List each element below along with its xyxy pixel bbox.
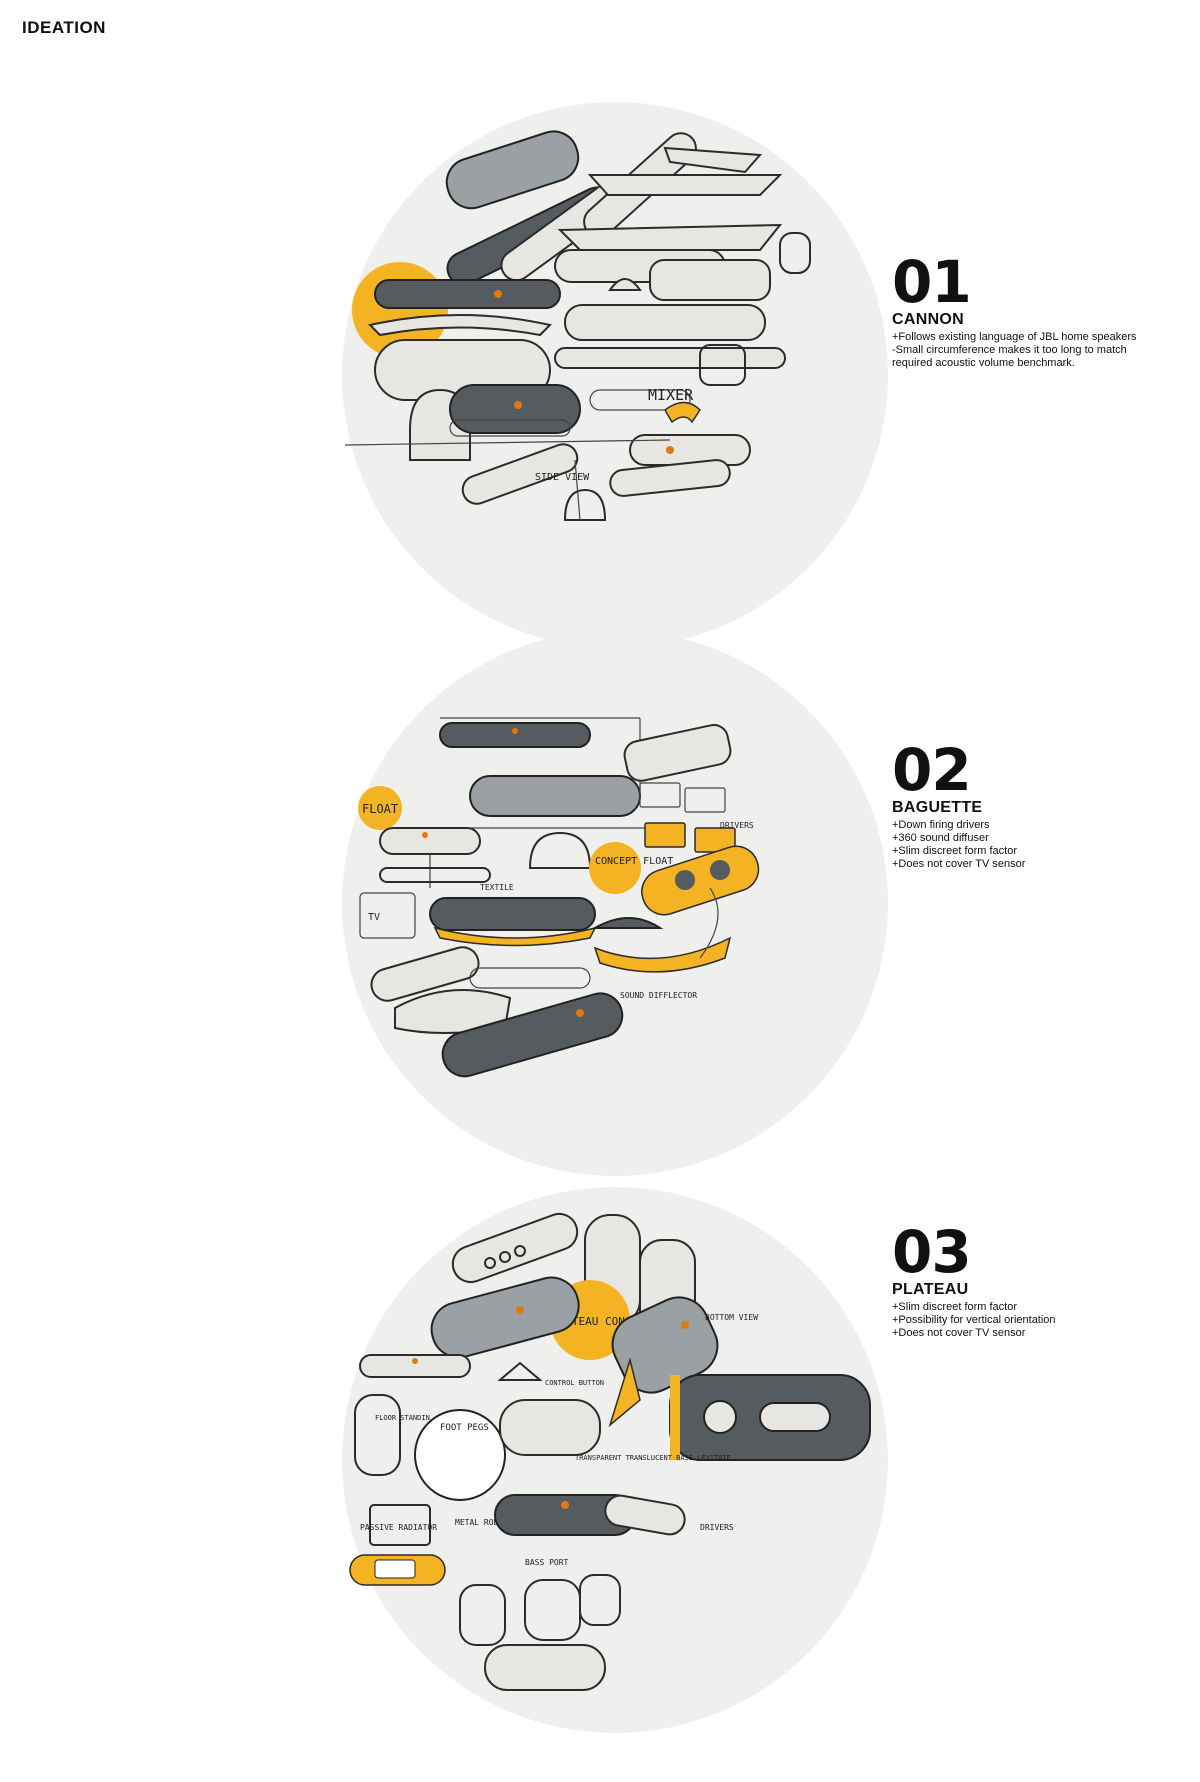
sketch-label-bottom-view: BOTTOM VIEW (705, 1313, 758, 1322)
concept-note: required acoustic volume benchmark. (892, 357, 1075, 369)
speaker-sketch (429, 897, 596, 931)
sketch-circle-baguette: FLOAT CONCEPT FLOAT DRIVERS TEXTILE TV (340, 628, 890, 1178)
concept-note: +Slim discreet form factor (892, 845, 1018, 857)
concept-number: 01 (892, 248, 972, 316)
sketch-label-bass-port: BASS PORT (525, 1558, 569, 1567)
sketch-label-floor-standin: FLOOR STANDIN (375, 1414, 430, 1422)
sketch-label-sound-difflector: SOUND DIFFLECTOR (620, 991, 697, 1000)
concept-name: BAGUETTE (892, 799, 983, 816)
sketch-label-tv: TV (368, 912, 380, 923)
concept-caption-03: 03 PLATEAU +Slim discreet form factor +P… (892, 1218, 1056, 1340)
concept-notes: +Slim discreet form factor +Possibility … (892, 1301, 1056, 1340)
concept-caption-02: 02 BAGUETTE +Down firing drivers +360 so… (892, 736, 1025, 871)
concept-name: PLATEAU (892, 1281, 969, 1298)
sketch-label-metal-rod: METAL ROD (455, 1518, 499, 1527)
sketch-label-translucent-base: TRANSPARENT TRANSLUCENT BASE LEVITATE (575, 1454, 731, 1462)
sketch-circle-cannon: MIXER SIDE VIEW (340, 100, 890, 650)
sketch-label-passive-radiator: PASSIVE RADIATOR (360, 1523, 437, 1532)
sketch-label-textile: TEXTILE (480, 883, 514, 892)
sketch-label-control-button: CONTROL BUTTON (545, 1379, 604, 1387)
concept-note: +Does not cover TV sensor (892, 858, 1026, 870)
speaker-sketch (445, 130, 580, 210)
sketch-label-drivers: DRIVERS (720, 821, 754, 830)
concept-caption-01: 01 CANNON +Follows existing language of … (892, 248, 1136, 370)
concept-note: +Possibility for vertical orientation (892, 1314, 1056, 1326)
concept-panel-02: FLOAT CONCEPT FLOAT DRIVERS TEXTILE TV (0, 628, 1200, 1188)
sketch-label-side-view: SIDE VIEW (535, 472, 590, 483)
sketch-label-foot-pegs: FOOT PEGS (440, 1423, 489, 1433)
sketch-circle-plateau: PLATEAU CONCEPT BOTTOM VIEW CONTROL BUTT… (340, 1185, 890, 1735)
sound-diffuser-sketch (593, 936, 732, 973)
speaker-sketch (469, 775, 641, 817)
concept-note: +Does not cover TV sensor (892, 1327, 1026, 1339)
concept-note: +Down firing drivers (892, 819, 990, 831)
speaker-sketch (587, 174, 783, 196)
concept-notes: +Down firing drivers +360 sound diffuser… (892, 819, 1025, 871)
speaker-sketch (374, 279, 561, 309)
concept-number: 02 (892, 736, 972, 804)
speaker-sketch-highlight (641, 845, 760, 916)
concept-number: 03 (892, 1218, 972, 1286)
sketch-label-mixer: MIXER (648, 386, 694, 404)
circle-background (342, 630, 888, 1176)
concept-note: -Small circumference makes it too long t… (892, 344, 1127, 356)
concept-note: +360 sound diffuser (892, 832, 989, 844)
concept-name: CANNON (892, 311, 965, 328)
concept-note: +Follows existing language of JBL home s… (892, 331, 1137, 343)
concept-panel-03: PLATEAU CONCEPT BOTTOM VIEW CONTROL BUTT… (0, 1185, 1200, 1745)
sketch-label-concept-float: CONCEPT FLOAT (595, 856, 673, 867)
sketch-label-float: FLOAT (362, 802, 398, 816)
sketch-label-drivers: DRIVERS (700, 1523, 734, 1532)
concept-notes: +Follows existing language of JBL home s… (892, 331, 1136, 370)
speaker-sketch (449, 384, 581, 434)
speaker-sketch (439, 722, 591, 748)
speaker-sketch (430, 1276, 580, 1359)
page-title: IDEATION (22, 18, 106, 37)
concept-panel-01: MIXER SIDE VIEW 01 CANNON +Follows exist… (0, 100, 1200, 660)
concept-note: +Slim discreet form factor (892, 1301, 1018, 1313)
